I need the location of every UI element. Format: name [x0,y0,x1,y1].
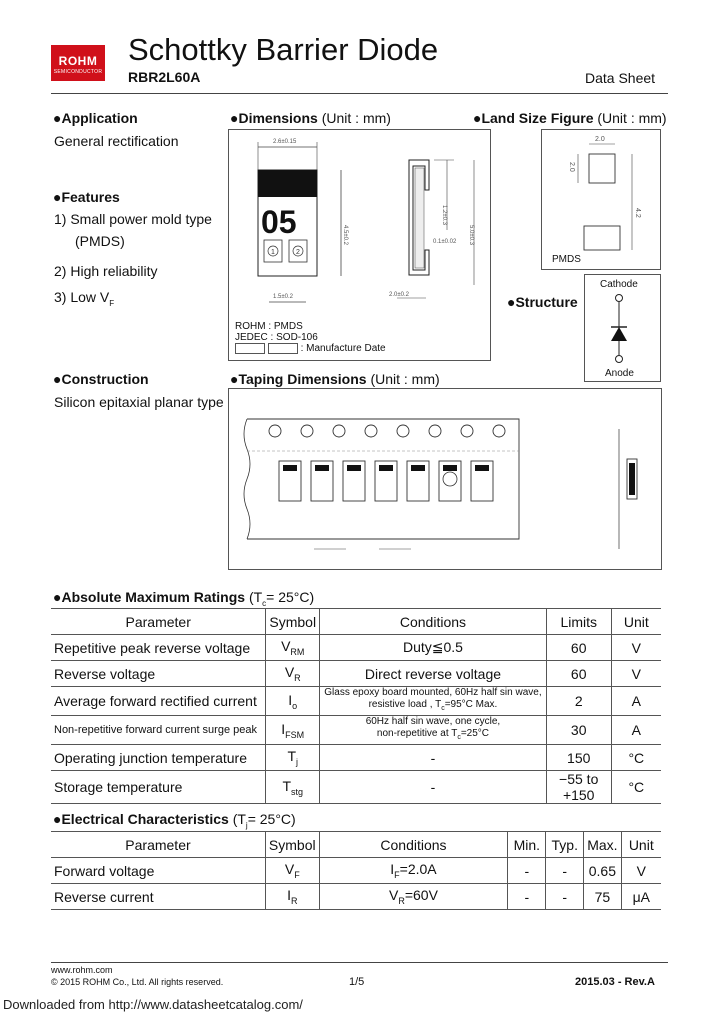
structure-heading: ●Structure [507,294,578,310]
dim-side-h2: 5.0±0.3 [468,225,474,246]
page-title: Schottky Barrier Diode [128,32,439,67]
package-rohm: ROHM : PMDS [235,321,303,332]
package-jedec: JEDEC : SOD-106 [235,332,318,343]
cathode-label: Cathode [600,279,638,290]
application-heading: ●Application [53,110,138,126]
dim-side-small: 0.1±0.02 [433,239,457,245]
package-drawing: 2.6±0.15 05 1 2 4.5±0.2 1.5±0.2 1.2±0.3 … [257,139,475,303]
revision-date: 2015.03 - Rev.A [575,976,655,988]
table-row: Forward voltage VF IF=2.0A - - 0.65 V [51,857,661,884]
table-row: Reverse voltage VR Direct reverse voltag… [51,660,661,687]
feature-item-3: 3) Low VF [54,289,115,308]
construction-heading: ●Construction [53,371,149,387]
manufacture-date-label: : Manufacture Date [300,343,386,355]
feature-item-1-sub: (PMDS) [75,233,125,249]
header-divider [51,93,668,94]
table-row: Non-repetitive forward current surge pea… [51,715,661,745]
land-package-label: PMDS [552,254,581,265]
col-conditions: Conditions [319,608,547,635]
land-gap-label: 4.2 [634,208,641,218]
table-row: Repetitive peak reverse voltage VRM Duty… [51,634,661,661]
circle-1-label: 1 [271,249,275,256]
col-limits: Limits [545,608,612,635]
footer-url[interactable]: www.rohm.com [51,965,113,975]
table-header-row: Parameter Symbol Conditions Limits Unit [51,608,661,635]
doc-type: Data Sheet [585,70,656,86]
structure-figure: Cathode Anode [584,274,661,382]
taping-drawing [243,418,638,550]
table-header-row: Parameter Symbol Conditions Min. Typ. Ma… [51,831,661,858]
taping-figure [228,388,662,570]
land-drawing: 2.0 2.0 4.2 [568,136,641,251]
application-text: General rectification [54,133,179,149]
feature-item-2: 2) High reliability [54,263,158,279]
table-row: Operating junction temperature Tj - 150 … [51,744,661,771]
elec-table: Parameter Symbol Conditions Min. Typ. Ma… [51,831,661,910]
feature-item-1: 1) Small power mold type [54,211,212,227]
dim-side-w: 2.0±0.2 [389,292,410,298]
diode-symbol [611,294,627,363]
elec-heading: ●Electrical Characteristics (Tj= 25°C) [53,811,296,830]
features-heading: ●Features [53,189,120,205]
part-number: RBR2L60A [128,69,201,85]
dim-top-label: 2.6±0.15 [273,139,297,145]
abs-max-table: Parameter Symbol Conditions Limits Unit … [51,608,661,804]
table-row: Storage temperature Tstg - −55 to +150 °… [51,770,661,804]
taping-heading: ●Taping Dimensions (Unit : mm) [230,371,440,387]
land-heading: ●Land Size Figure (Unit : mm) [473,110,667,126]
rohm-logo: ROHM SEMICONDUCTOR [51,45,105,81]
dimensions-notes: ROHM : PMDS JEDEC : SOD-106 : Manufactur… [235,321,386,354]
abs-max-heading: ●Absolute Maximum Ratings (Tc= 25°C) [53,589,315,608]
dimensions-heading: ●Dimensions (Unit : mm) [230,110,391,126]
col-symbol: Symbol [265,608,320,635]
land-h-label: 2.0 [568,162,575,172]
dim-height-label: 4.5±0.2 [342,225,348,246]
footer-copyright: © 2015 ROHM Co., Ltd. All rights reserve… [51,977,224,987]
table-row: Average forward rectified current Io Gla… [51,686,661,716]
logo-subtext: SEMICONDUCTOR [53,69,103,75]
dimensions-figure: 2.6±0.15 05 1 2 4.5±0.2 1.5±0.2 1.2±0.3 … [228,129,491,361]
circle-2-label: 2 [296,249,300,256]
download-link[interactable]: Downloaded from http://www.datasheetcata… [3,997,303,1012]
table-row: Reverse current IR VR=60V - - 75 μA [51,883,661,910]
footer-divider [51,962,668,963]
cathode-band [258,170,317,197]
logo-text: ROHM [58,54,98,68]
dim-bottom-label: 1.5±0.2 [273,294,294,300]
anode-label: Anode [605,368,634,379]
page-number: 1/5 [349,976,365,988]
marking-text: 05 [261,204,297,240]
col-unit: Unit [610,608,661,635]
land-w-label: 2.0 [595,136,605,143]
col-parameter: Parameter [51,608,266,635]
dim-side-h1: 1.2±0.3 [441,205,447,226]
land-figure: 2.0 2.0 4.2 PMDS [541,129,661,270]
construction-text: Silicon epitaxial planar type [54,394,224,410]
